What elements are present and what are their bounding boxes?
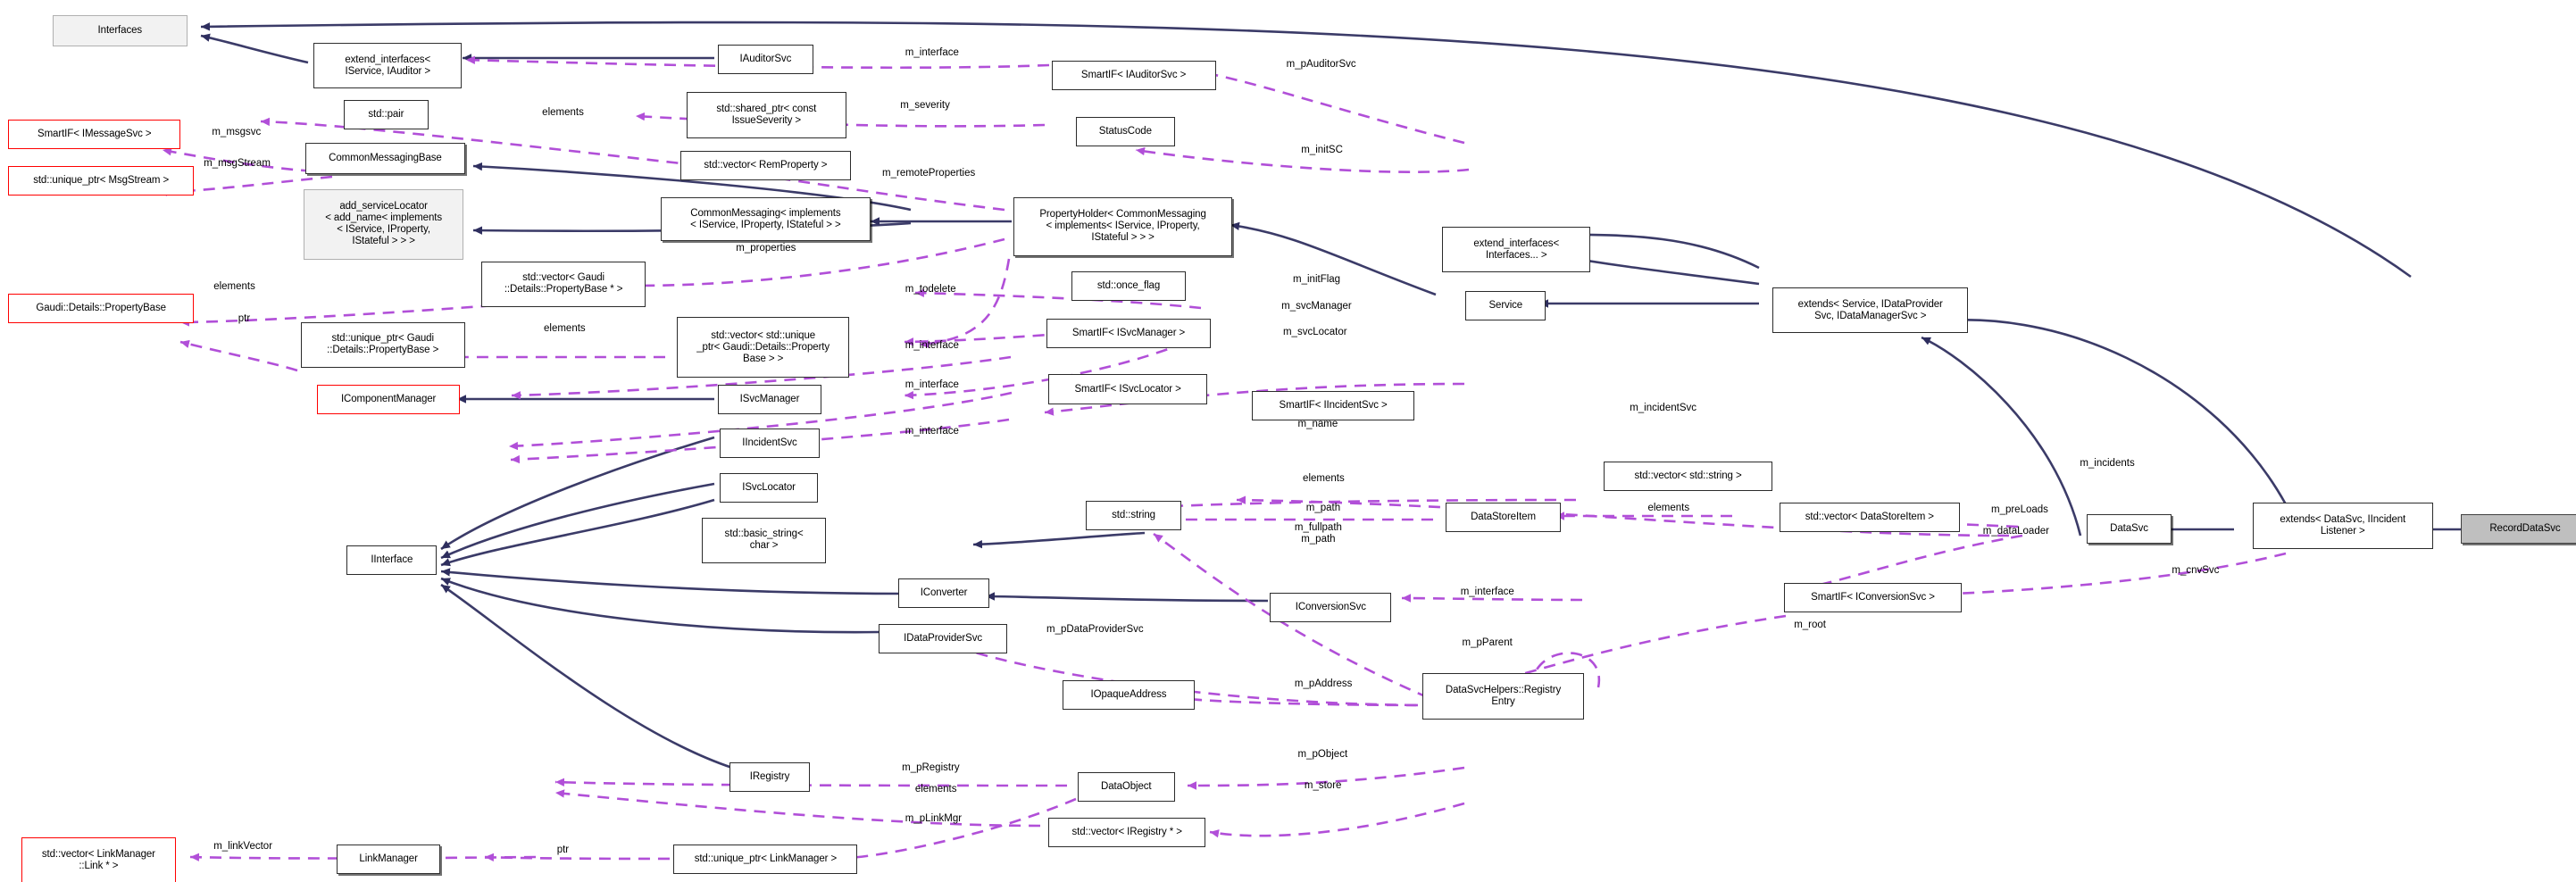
edge-label-m_cnvsvc: m_cnvSvc — [2172, 564, 2220, 576]
edge-label-m_fullpath: m_fullpath m_path — [1294, 522, 1342, 545]
edge-label-m_preloads: m_preLoads — [1990, 503, 2048, 515]
class-node-iauditorsvc[interactable]: IAuditorSvc — [718, 44, 813, 74]
class-node-extends_service_idp[interactable]: extends< Service, IDataProvider Svc, IDa… — [1772, 287, 1969, 334]
edge-label-m_interface_1: m_interface — [905, 47, 959, 59]
class-node-extend_interfaces_isvc[interactable]: extend_interfaces< IService, IAuditor > — [313, 42, 462, 89]
class-node-unique_ptr_propbase[interactable]: std::unique_ptr< Gaudi ::Details::Proper… — [300, 321, 465, 369]
class-node-smartif_iincidentsvc[interactable]: SmartIF< IIncidentSvc > — [1252, 390, 1415, 420]
edge-label-m_severity: m_severity — [900, 100, 950, 112]
edge-label-m_pregistry: m_pRegistry — [902, 761, 960, 773]
edge-label-m_pobject: m_pObject — [1297, 748, 1348, 760]
edge-label-m_properties: m_properties — [736, 243, 796, 254]
class-node-iincidentsvc[interactable]: IIncidentSvc — [719, 429, 821, 459]
class-node-vector_remproperty[interactable]: std::vector< RemProperty > — [679, 151, 852, 181]
class-node-smartif_isvcmanager[interactable]: SmartIF< ISvcManager > — [1046, 318, 1212, 349]
class-node-add_servicelocator[interactable]: add_serviceLocator < add_name< implement… — [304, 188, 463, 260]
class-node-vector_propertybase_p[interactable]: std::vector< Gaudi ::Details::PropertyBa… — [481, 261, 646, 308]
edge-label-m_initsc: m_initSC — [1301, 144, 1343, 155]
edge-label-m_initflag: m_initFlag — [1293, 274, 1341, 286]
class-node-extends_datasvc_iinc[interactable]: extends< DataSvc, IIncident Listener > — [2252, 502, 2433, 549]
class-node-registryentry[interactable]: DataSvcHelpers::Registry Entry — [1422, 673, 1584, 720]
edge-label-m_root: m_root — [1794, 619, 1826, 630]
class-node-iconverter[interactable]: IConverter — [898, 578, 989, 608]
class-node-isvcmanager[interactable]: ISvcManager — [718, 384, 821, 414]
class-node-dataobject[interactable]: DataObject — [1077, 771, 1175, 802]
class-node-vector_iregistry_p[interactable]: std::vector< IRegistry * > — [1047, 818, 1206, 848]
edge-label-m_store: m_store — [1304, 779, 1342, 791]
edge-label-m_svclocator: m_svcLocator — [1282, 327, 1347, 338]
class-node-smartif_iconversionsvc[interactable]: SmartIF< IConversionSvc > — [1784, 583, 1962, 613]
edge-label-elements_dsi: elements — [1647, 502, 1690, 513]
edge-label-m_incidentsvc: m_incidentSvc — [1630, 402, 1696, 413]
edge-label-elements_pair: elements — [542, 106, 584, 118]
edge-label-m_pauditorsvc: m_pAuditorSvc — [1286, 59, 1356, 71]
class-node-vector_string[interactable]: std::vector< std::string > — [1603, 461, 1773, 492]
class-node-iinterface[interactable]: IInterface — [346, 545, 438, 575]
class-node-linkmanager[interactable]: LinkManager — [337, 844, 441, 874]
class-node-smartif_isvclocator[interactable]: SmartIF< ISvcLocator > — [1047, 374, 1208, 404]
class-node-gaudi_propertybase[interactable]: Gaudi::Details::PropertyBase — [8, 294, 195, 324]
edge-label-m_paddress: m_pAddress — [1294, 678, 1353, 689]
class-node-iconversionsvc[interactable]: IConversionSvc — [1270, 593, 1392, 623]
class-node-statuscode[interactable]: StatusCode — [1076, 116, 1175, 146]
edge-label-m_interface_2: m_interface — [905, 339, 959, 351]
edge-label-m_pdataprovidersvc: m_pDataProviderSvc — [1046, 624, 1144, 636]
edge-label-m_pparent: m_pParent — [1462, 637, 1513, 648]
class-node-idataprovidersvc[interactable]: IDataProviderSvc — [879, 624, 1007, 654]
edge-label-m_remoteproperties: m_remoteProperties — [882, 167, 976, 179]
edge-label-ptr_propbase: ptr — [238, 313, 251, 325]
class-node-commonmessagingbase[interactable]: CommonMessagingBase — [305, 143, 465, 175]
edge-label-m_interface_5: m_interface — [1460, 586, 1514, 597]
class-node-unique_ptr_linkmanager[interactable]: std::unique_ptr< LinkManager > — [673, 844, 858, 874]
class-node-datastoreitem[interactable]: DataStoreItem — [1446, 502, 1561, 533]
class-node-unique_ptr_msgstream[interactable]: std::unique_ptr< MsgStream > — [8, 165, 195, 196]
class-node-stdpair[interactable]: std::pair — [343, 100, 429, 130]
class-node-service[interactable]: Service — [1465, 290, 1546, 320]
edge-label-m_path_1: m_path — [1305, 502, 1341, 513]
class-node-icomponentmanager[interactable]: IComponentManager — [317, 384, 461, 414]
class-node-isvclocator[interactable]: ISvcLocator — [719, 472, 819, 503]
class-node-vector_datastoreitem[interactable]: std::vector< DataStoreItem > — [1779, 502, 1961, 533]
class-node-extend_interfaces_var[interactable]: extend_interfaces< Interfaces... > — [1442, 226, 1591, 273]
class-node-smartif_iauditorsvc[interactable]: SmartIF< IAuditorSvc > — [1051, 61, 1216, 91]
class-node-stdstring[interactable]: std::string — [1086, 501, 1181, 531]
class-node-commonmessaging_impl[interactable]: CommonMessaging< implements < IService, … — [660, 196, 871, 242]
class-node-interfaces[interactable]: Interfaces — [52, 14, 188, 46]
edge-label-m_linkvector: m_linkVector — [213, 841, 273, 852]
class-node-basic_string[interactable]: std::basic_string< char > — [701, 517, 827, 564]
class-node-smartif_imessagesvc[interactable]: SmartIF< IMessageSvc > — [8, 120, 181, 150]
edge-label-m_msgsvc: m_msgsvc — [212, 126, 262, 137]
class-node-iopaqueaddress[interactable]: IOpaqueAddress — [1063, 679, 1195, 710]
edge-label-elements_propbase: elements — [213, 280, 255, 292]
edge-label-ptr_linkmanager: ptr — [556, 844, 570, 855]
class-node-datasvc[interactable]: DataSvc — [2086, 513, 2172, 544]
edge-label-m_interface_3: m_interface — [905, 379, 959, 390]
edge-label-elements_iregistry: elements — [914, 783, 957, 795]
class-node-vector_unique_propbase[interactable]: std::vector< std::unique _ptr< Gaudi::De… — [677, 317, 850, 379]
class-node-propertyholder[interactable]: PropertyHolder< CommonMessaging < implem… — [1013, 196, 1232, 257]
edge-label-elements_unique: elements — [544, 323, 586, 335]
class-node-once_flag[interactable]: std::once_flag — [1071, 270, 1187, 301]
edge-label-m_svcmanager: m_svcManager — [1281, 300, 1352, 312]
edge-label-m_msgstream: m_msgStream — [204, 157, 271, 169]
edge-label-elements_string: elements — [1303, 472, 1345, 484]
class-node-vector_linkmanager[interactable]: std::vector< LinkManager ::Link * > — [21, 837, 176, 882]
class-node-recorddatasvc[interactable]: RecordDataSvc — [2461, 513, 2576, 544]
edge-label-m_plinkmgr: m_pLinkMgr — [905, 812, 963, 824]
edge-label-m_name: m_name — [1297, 419, 1338, 430]
edge-label-m_interface_4: m_interface — [905, 425, 959, 437]
edge-label-m_todelete: m_todelete — [905, 284, 956, 295]
class-node-shared_ptr_issue[interactable]: std::shared_ptr< const IssueSeverity > — [687, 92, 846, 138]
edge-label-m_dataloader: m_dataLoader — [1982, 525, 2049, 537]
class-node-iregistry[interactable]: IRegistry — [729, 761, 811, 792]
edge-label-m_incidents: m_incidents — [2080, 458, 2135, 470]
